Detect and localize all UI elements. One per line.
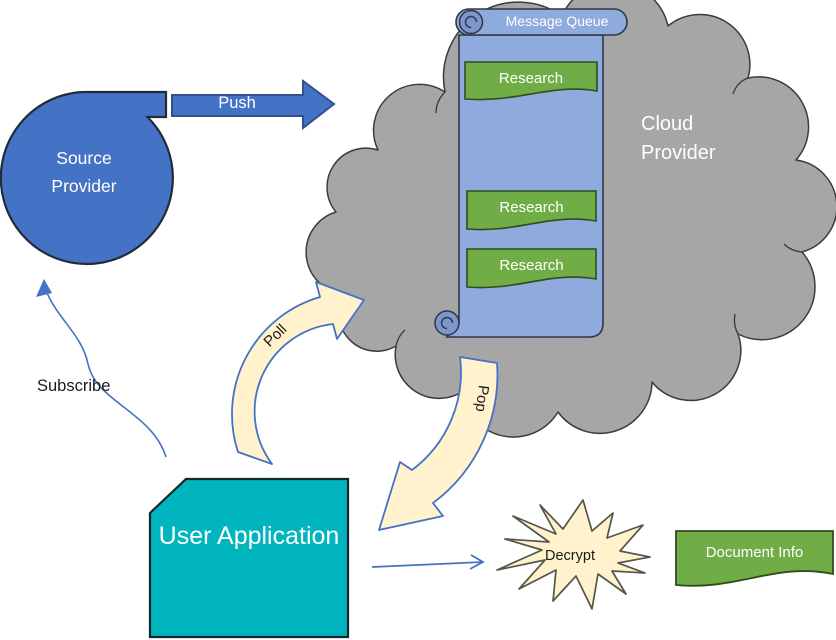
message-queue-bottom-curl-icon [434, 310, 460, 336]
research-item-label-1: Research [498, 70, 564, 87]
message-queue-label: Message Queue [505, 13, 609, 29]
user-application-shape [148, 477, 350, 639]
subscribe-label: Subscribe [37, 377, 111, 395]
document-info-label: Document Info [705, 544, 804, 561]
subscribe-arrow [44, 287, 167, 458]
message-queue-top-curl-icon [458, 9, 484, 35]
user-application-label: User Application [158, 522, 340, 550]
user-app-to-decrypt-arrow [371, 554, 485, 570]
source-provider-shape [0, 90, 174, 266]
research-item-label-3: Research [499, 257, 564, 274]
source-provider-label: Source Provider [51, 148, 117, 196]
document-info-shape [675, 530, 834, 587]
message-queue-bottom-curl-spiral [440, 316, 454, 330]
poll-arrow [231, 281, 365, 465]
message-queue-scroll-top-roll [455, 8, 628, 36]
push-arrow [171, 79, 336, 131]
decrypt-label: Decrypt [545, 548, 595, 564]
message-queue-top-curl-spiral [464, 15, 478, 29]
research-item-shape-1 [464, 61, 598, 101]
cloud-provider-label: Cloud Provider [641, 113, 716, 164]
pop-arrow [378, 356, 499, 531]
subscribe-arrowhead-icon [36, 279, 52, 297]
research-item-label-2: Research [499, 199, 564, 216]
decrypt-shape [496, 499, 651, 610]
push-arrow-label: Push [218, 94, 256, 112]
research-item-shape-2 [466, 190, 597, 231]
research-item-shape-3 [466, 248, 597, 289]
